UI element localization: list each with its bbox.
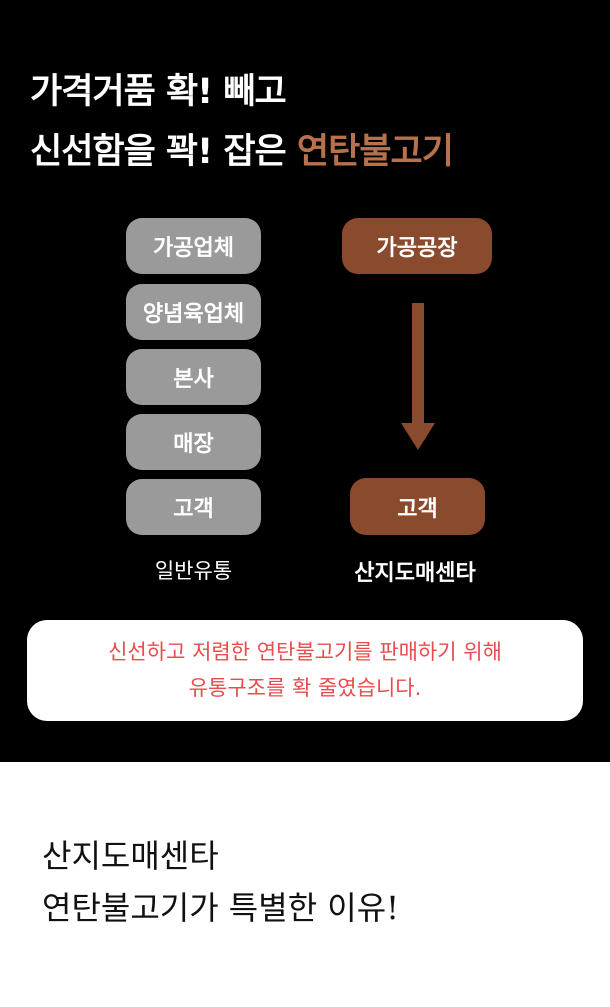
note-box: 신선하고 저렴한 연탄불고기를 판매하기 위해 유통구조를 확 줄였습니다. xyxy=(27,620,583,721)
general-step-2: 양념육업체 xyxy=(126,284,261,340)
sanjido-flow-label: 산지도매센타 xyxy=(354,561,476,586)
general-flow-label: 일반유통 xyxy=(154,559,233,583)
section-heading: 산지도매센타 연탄불고기가 특별한 이유! xyxy=(42,830,399,934)
headline: 가격거품 확! 빼고 신선함을 꽉! 잡은 연탄불고기 xyxy=(30,62,454,182)
headline-line2-prefix: 신선함을 꽉! 잡은 xyxy=(30,132,297,172)
headline-accent: 연탄불고기 xyxy=(296,132,454,172)
down-arrow-icon xyxy=(412,303,424,425)
general-step-1: 가공업체 xyxy=(126,218,261,274)
section-heading-line1: 산지도매센타 xyxy=(42,837,219,875)
note-line1: 신선하고 저렴한 연탄불고기를 판매하기 위해 xyxy=(108,640,502,664)
sanjido-step-2: 고객 xyxy=(350,478,485,535)
general-step-4: 매장 xyxy=(126,414,261,470)
headline-line1: 가격거품 확! 빼고 xyxy=(30,72,287,112)
note-line2: 유통구조를 확 줄였습니다. xyxy=(188,676,422,700)
headline-line2: 신선함을 꽉! 잡은 연탄불고기 xyxy=(30,122,454,182)
general-step-5: 고객 xyxy=(126,479,261,535)
section-heading-line2: 연탄불고기가 특별한 이유! xyxy=(42,889,400,927)
sanjido-step-1: 가공공장 xyxy=(342,218,492,274)
arrow-head-icon xyxy=(401,423,435,450)
general-step-3: 본사 xyxy=(126,349,261,405)
